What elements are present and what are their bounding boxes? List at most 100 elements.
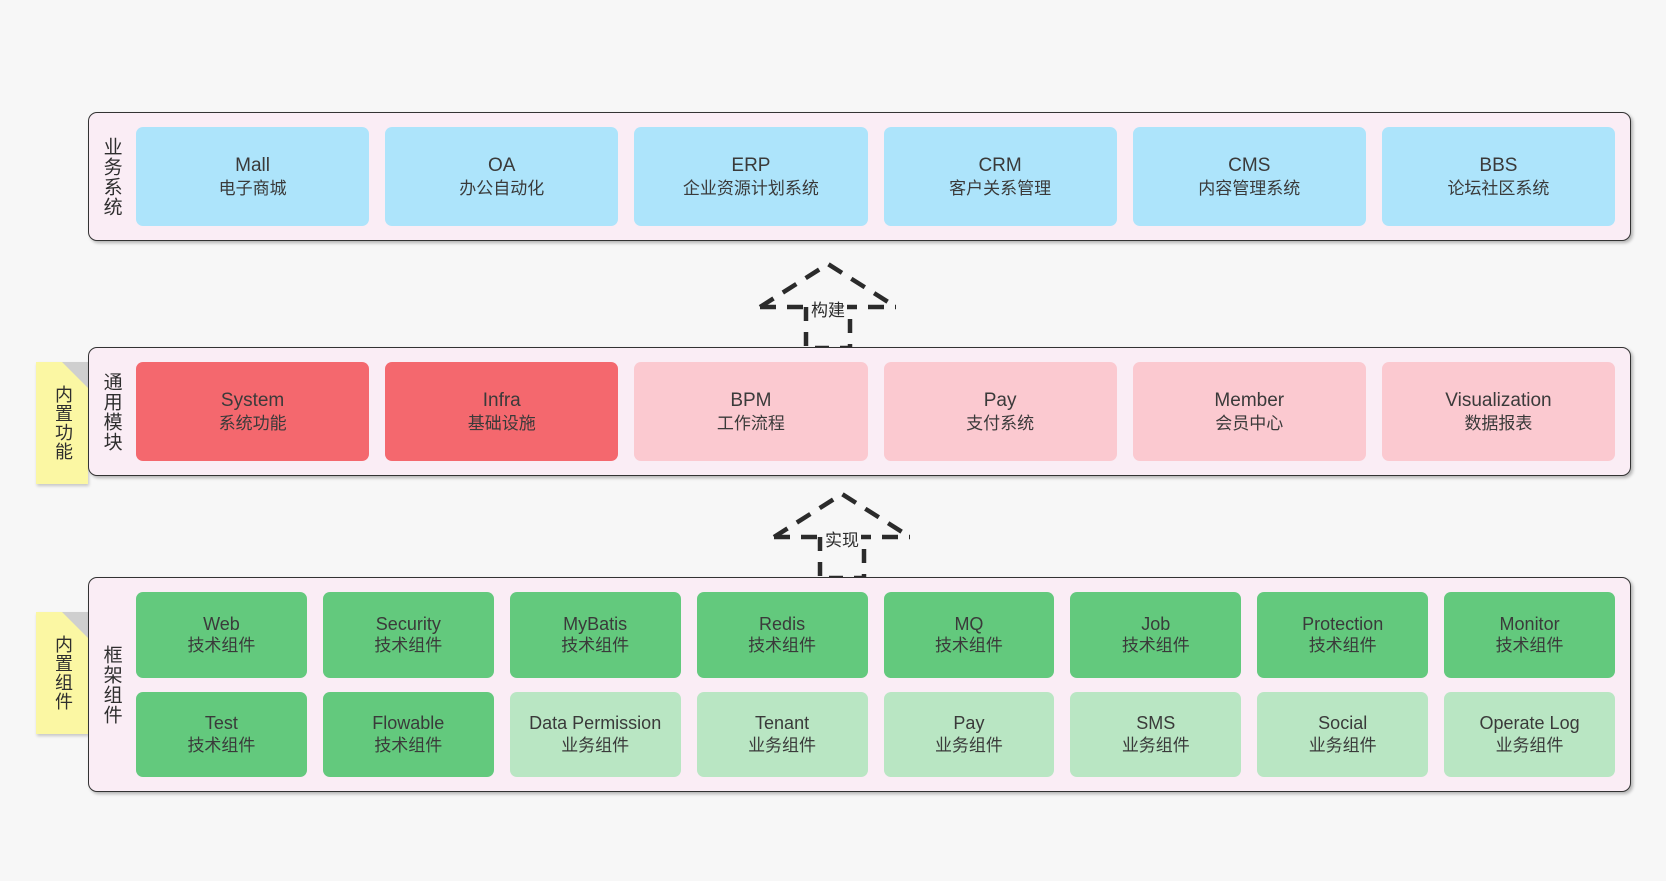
card-subtitle: 工作流程	[716, 413, 785, 433]
card-subtitle: 技术组件	[1121, 636, 1190, 656]
card-title: SMS	[1136, 713, 1176, 734]
layer-row: Test 技术组件 Flowable 技术组件 Data Permission …	[136, 691, 1615, 777]
sticky-note-builtin-components[interactable]: 内置组件	[36, 612, 88, 734]
layer-framework-component[interactable]: 框架组件 Web 技术组件 Security 技术组件 MyBatis 技术组件…	[88, 577, 1631, 792]
component-card-mq[interactable]: MQ 技术组件	[883, 592, 1055, 678]
card-title: Operate Log	[1479, 713, 1580, 734]
card-subtitle: 数据报表	[1464, 413, 1533, 433]
layer-label-common-module: 通用模块	[100, 371, 122, 452]
card-title: Infra	[482, 389, 521, 411]
card-subtitle: 技术组件	[561, 636, 630, 656]
sticky-note-text: 内置组件	[52, 635, 73, 711]
card-subtitle: 业务组件	[1495, 735, 1564, 755]
component-card-mybatis[interactable]: MyBatis 技术组件	[509, 592, 681, 678]
component-card-protection[interactable]: Protection 技术组件	[1257, 592, 1429, 678]
card-subtitle: 业务组件	[934, 735, 1003, 755]
card-title: Security	[375, 613, 441, 634]
card-title: CMS	[1228, 154, 1271, 176]
card-title: Redis	[759, 613, 806, 634]
component-card-security[interactable]: Security 技术组件	[322, 592, 494, 678]
card-title: Visualization	[1445, 389, 1552, 411]
layer-body-framework-component: Web 技术组件 Security 技术组件 MyBatis 技术组件 Redi…	[133, 578, 1630, 791]
module-card-erp[interactable]: ERP 企业资源计划系统	[634, 127, 868, 226]
card-title: Member	[1214, 389, 1285, 411]
card-subtitle: 客户关系管理	[949, 178, 1052, 198]
card-title: MQ	[954, 613, 984, 634]
card-subtitle: 技术组件	[1495, 636, 1564, 656]
module-card-visualization[interactable]: Visualization 数据报表	[1381, 362, 1616, 461]
card-title: Pay	[983, 389, 1017, 411]
card-title: MyBatis	[563, 613, 628, 634]
module-card-pay[interactable]: Pay 支付系统	[883, 362, 1117, 461]
module-card-bbs[interactable]: BBS 论坛社区系统	[1381, 127, 1616, 226]
card-title: CRM	[978, 154, 1022, 176]
card-title: Web	[203, 613, 240, 634]
component-card-web[interactable]: Web 技术组件	[136, 592, 307, 678]
component-card-social[interactable]: Social 业务组件	[1257, 691, 1429, 777]
layer-label-framework-component: 框架组件	[100, 644, 122, 725]
connector-label-build: 构建	[809, 296, 847, 321]
card-subtitle: 技术组件	[934, 636, 1003, 656]
card-subtitle: 技术组件	[748, 636, 817, 656]
card-title: Tenant	[755, 713, 810, 734]
layer-common-module[interactable]: 通用模块 System 系统功能 Infra 基础设施 BPM 工作流程 Pay…	[88, 347, 1631, 476]
module-card-bpm[interactable]: BPM 工作流程	[634, 362, 868, 461]
component-card-pay[interactable]: Pay 业务组件	[883, 691, 1055, 777]
card-subtitle: 技术组件	[1308, 636, 1377, 656]
module-card-system[interactable]: System 系统功能	[136, 362, 370, 461]
card-subtitle: 支付系统	[966, 413, 1035, 433]
layer-row: System 系统功能 Infra 基础设施 BPM 工作流程 Pay 支付系统…	[136, 362, 1616, 461]
component-card-flowable[interactable]: Flowable 技术组件	[322, 691, 494, 777]
card-subtitle: 业务组件	[1308, 735, 1377, 755]
card-subtitle: 业务组件	[1121, 735, 1190, 755]
card-title: Pay	[953, 713, 985, 734]
card-subtitle: 系统功能	[218, 413, 287, 433]
card-subtitle: 技术组件	[187, 735, 256, 755]
card-title: OA	[488, 154, 516, 176]
card-subtitle: 电子商城	[218, 178, 287, 198]
connector-build: 构建	[758, 261, 898, 351]
card-subtitle: 内容管理系统	[1198, 178, 1301, 198]
module-card-infra[interactable]: Infra 基础设施	[385, 362, 619, 461]
component-card-job[interactable]: Job 技术组件	[1070, 592, 1242, 678]
card-subtitle: 基础设施	[467, 413, 536, 433]
module-card-crm[interactable]: CRM 客户关系管理	[883, 127, 1117, 226]
module-card-oa[interactable]: OA 办公自动化	[385, 127, 619, 226]
component-card-tenant[interactable]: Tenant 业务组件	[696, 691, 868, 777]
layer-body-common-module: System 系统功能 Infra 基础设施 BPM 工作流程 Pay 支付系统…	[133, 348, 1630, 475]
component-card-redis[interactable]: Redis 技术组件	[696, 592, 868, 678]
folded-corner-icon	[62, 362, 88, 388]
layer-row: Mall 电子商城 OA 办公自动化 ERP 企业资源计划系统 CRM 客户关系…	[136, 127, 1616, 226]
component-card-sms[interactable]: SMS 业务组件	[1070, 691, 1242, 777]
card-title: Test	[204, 713, 238, 734]
card-title: Social	[1318, 713, 1368, 734]
folded-corner-icon	[62, 612, 88, 638]
card-subtitle: 企业资源计划系统	[682, 178, 819, 198]
module-card-mall[interactable]: Mall 电子商城	[136, 127, 370, 226]
card-title: BBS	[1479, 154, 1518, 176]
card-title: Data Permission	[529, 713, 662, 734]
layer-label-business-system: 业务系统	[100, 136, 122, 217]
card-subtitle: 业务组件	[748, 735, 817, 755]
module-card-member[interactable]: Member 会员中心	[1132, 362, 1366, 461]
card-title: Protection	[1302, 613, 1384, 634]
component-card-monitor[interactable]: Monitor 技术组件	[1444, 592, 1615, 678]
sticky-note-text: 内置功能	[52, 385, 73, 461]
card-title: Flowable	[372, 713, 445, 734]
layer-body-business-system: Mall 电子商城 OA 办公自动化 ERP 企业资源计划系统 CRM 客户关系…	[133, 113, 1630, 240]
card-title: Mall	[235, 154, 270, 176]
component-card-operate-log[interactable]: Operate Log 业务组件	[1444, 691, 1615, 777]
card-title: ERP	[731, 154, 771, 176]
card-subtitle: 办公自动化	[459, 178, 545, 198]
layer-business-system[interactable]: 业务系统 Mall 电子商城 OA 办公自动化 ERP 企业资源计划系统 CRM…	[88, 112, 1631, 241]
card-subtitle: 技术组件	[187, 636, 256, 656]
card-subtitle: 技术组件	[374, 735, 443, 755]
component-card-test[interactable]: Test 技术组件	[136, 691, 307, 777]
component-card-data-permission[interactable]: Data Permission 业务组件	[509, 691, 681, 777]
module-card-cms[interactable]: CMS 内容管理系统	[1132, 127, 1366, 226]
card-subtitle: 会员中心	[1215, 413, 1284, 433]
card-subtitle: 技术组件	[374, 636, 443, 656]
sticky-note-builtin-features[interactable]: 内置功能	[36, 362, 88, 484]
card-title: BPM	[730, 389, 772, 411]
